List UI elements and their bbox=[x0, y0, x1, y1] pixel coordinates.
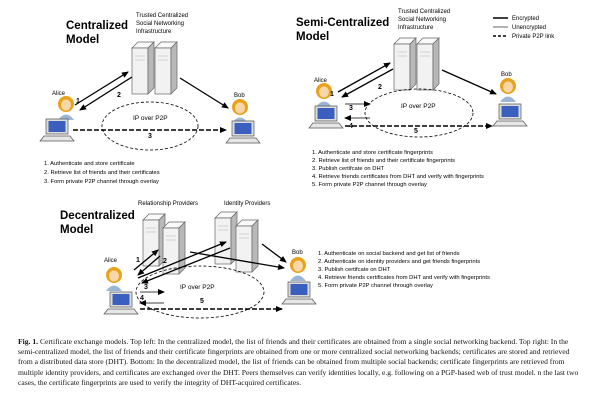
centralized-step-num-3: 3 bbox=[148, 133, 152, 140]
decentralized-p2p-cloud bbox=[135, 265, 265, 319]
centralized-title: Centralized bbox=[66, 20, 128, 32]
decentralized-step-num-2: 2 bbox=[163, 258, 167, 265]
decentralized-bob-avatar bbox=[290, 257, 306, 281]
centralized-panel: Centralized Model Trusted Centralized So… bbox=[39, 13, 261, 185]
semi-title: Semi-Centralized bbox=[296, 17, 389, 29]
semi-step-3: 3. Publish certifcate on DHT bbox=[312, 166, 385, 172]
centralized-cloud-label: IP over P2P bbox=[133, 115, 168, 122]
decentralized-title-2: Model bbox=[60, 224, 93, 236]
centralized-step-num-1: 1 bbox=[76, 98, 80, 105]
centralized-step-1: 1. Authenticate and store certificate bbox=[44, 161, 135, 167]
decentralized-bob-label: Bob bbox=[292, 250, 303, 256]
centralized-bob-label: Bob bbox=[234, 93, 245, 99]
semi-p2p-cloud bbox=[364, 88, 474, 138]
decentralized-cloud-label: IP over P2P bbox=[180, 284, 215, 291]
figure-caption: Fig. 1. Certificate exchange models. Top… bbox=[18, 337, 584, 388]
centralized-bob-avatar bbox=[232, 99, 248, 123]
semi-step-1: 1. Authenticate and store certificate fi… bbox=[312, 150, 433, 156]
decentralized-bob-computer-icon bbox=[281, 281, 317, 305]
decentralized-alice-label: Alice bbox=[104, 258, 118, 264]
decentralized-step-num-5: 5 bbox=[200, 298, 204, 305]
centralized-alice-computer-icon bbox=[39, 118, 75, 142]
semi-bob-avatar bbox=[500, 78, 516, 102]
decentralized-step-num-1: 1 bbox=[136, 257, 140, 264]
decentralized-step-1: 1. Authenticate on social backend and ge… bbox=[318, 251, 460, 257]
centralized-server-label-3: Infrastructure bbox=[136, 29, 172, 35]
identity-providers-label: Identity Providers bbox=[224, 201, 270, 207]
identity-server-icon-2 bbox=[235, 219, 259, 273]
decentralized-alice-computer-icon bbox=[103, 291, 139, 315]
semi-step-4: 4. Retrieve friends certificates from DH… bbox=[312, 174, 484, 180]
centralized-alice-avatar bbox=[58, 96, 74, 120]
decentralized-step-num-4: 4 bbox=[140, 295, 144, 302]
centralized-step-2: 2. Retrieve list of friends and their ce… bbox=[44, 170, 160, 176]
centralized-p2p-cloud bbox=[101, 101, 199, 151]
semi-step-num-2: 2 bbox=[378, 84, 382, 91]
decentralized-title: Decentralized bbox=[60, 210, 135, 222]
decentralized-alice-avatar bbox=[106, 267, 122, 291]
centralized-server-label-2: Social Networking bbox=[136, 21, 184, 27]
relationship-providers-label: Relationship Providers bbox=[138, 201, 198, 207]
semi-alice-computer-icon bbox=[308, 105, 344, 129]
centralized-step-3: 3. Form private P2P channel through over… bbox=[44, 179, 159, 185]
decentralized-step-5: 5. Form private P2P channel through over… bbox=[318, 283, 433, 289]
centralized-bob-computer-icon bbox=[225, 120, 261, 144]
semi-centralized-panel: Semi-Centralized Model Trusted Centraliz… bbox=[296, 9, 555, 188]
relationship-server-icon bbox=[142, 213, 166, 267]
semi-step-num-3: 3 bbox=[349, 105, 353, 112]
decentralized-step-2: 2. Authenticate on identity providers an… bbox=[318, 259, 480, 265]
semi-cloud-label: IP over P2P bbox=[401, 103, 436, 110]
legend-encrypted: Encrypted bbox=[512, 16, 539, 22]
semi-step-num-4: 4 bbox=[349, 123, 353, 130]
decentralized-panel: Decentralized Model Relationship Provide… bbox=[60, 201, 490, 319]
semi-server-label-2: Social Networking bbox=[398, 17, 446, 23]
decentralized-step-num-3: 3 bbox=[144, 284, 148, 291]
legend-private-link: Private P2P link bbox=[512, 34, 555, 40]
semi-bob-computer-icon bbox=[492, 103, 528, 127]
centralized-step-num-2: 2 bbox=[117, 92, 121, 99]
centralized-title-2: Model bbox=[66, 34, 99, 46]
semi-server-label-3: Infrastructure bbox=[398, 25, 434, 31]
semi-alice-label: Alice bbox=[314, 78, 328, 84]
decentralized-step-3: 3. Publish certifcate on DHT bbox=[318, 267, 391, 273]
decentralized-step-4: 4. Retrieve friends certificates from DH… bbox=[318, 275, 490, 281]
semi-server-label-1: Trusted Centralized bbox=[398, 9, 450, 15]
semi-bob-label: Bob bbox=[501, 72, 512, 78]
semi-title-2: Model bbox=[296, 31, 329, 43]
semi-server-icon bbox=[393, 37, 417, 91]
semi-step-5: 5. Form private P2P channel through over… bbox=[312, 182, 427, 188]
centralized-alice-label: Alice bbox=[52, 91, 66, 97]
semi-step-2: 2. Retrieve list of friends and their ce… bbox=[312, 158, 455, 164]
caption-text: Certificate exchange models. Top left: I… bbox=[18, 337, 579, 387]
semi-step-num-1: 1 bbox=[330, 91, 334, 98]
centralized-server-label-1: Trusted Centralized bbox=[136, 13, 188, 19]
centralized-server-icon-2 bbox=[154, 41, 178, 95]
legend-unencrypted: Unencrypted bbox=[512, 25, 546, 31]
caption-label: Fig. 1. bbox=[18, 337, 39, 346]
semi-step-num-5: 5 bbox=[414, 128, 418, 135]
semi-server-icon-2 bbox=[416, 37, 440, 91]
centralized-server-icon bbox=[131, 41, 155, 95]
